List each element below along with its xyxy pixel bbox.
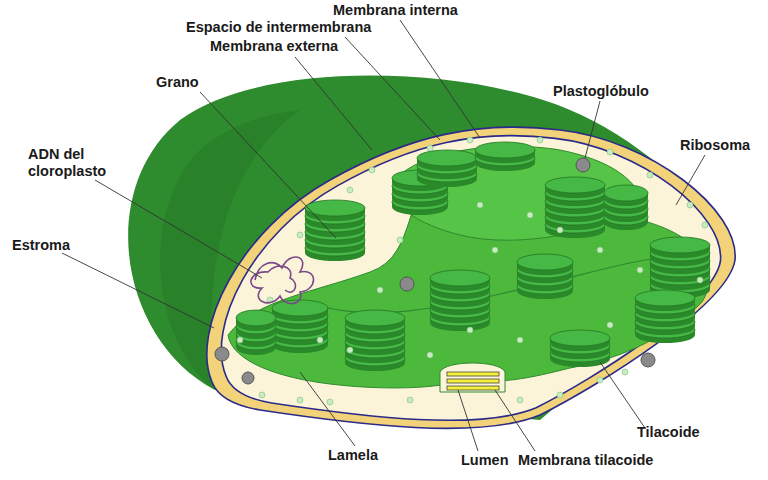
- thylakoid-disc: [604, 185, 648, 201]
- lamella-fold: [300, 257, 700, 313]
- granum-stack: [417, 150, 477, 187]
- part-label: Espacio de intermembrana: [186, 19, 426, 36]
- ribosome-dot: [407, 397, 413, 403]
- ribosome-dot: [597, 247, 603, 253]
- ribosome-dot: [517, 397, 523, 403]
- granum-stack: [545, 177, 605, 238]
- ribosome-dot: [237, 337, 243, 343]
- ribosome-dot: [492, 247, 498, 253]
- part-label: ADN del cloroplasto: [28, 146, 128, 180]
- thylakoid-disc: [305, 200, 365, 216]
- part-label: Lamela: [328, 447, 398, 464]
- ribosome-dot: [597, 377, 603, 383]
- ribosome-dot: [637, 267, 643, 273]
- intermembrane-space: [207, 127, 735, 428]
- ribosome-dot: [347, 347, 353, 353]
- ribosome-dot: [259, 392, 265, 398]
- granum-stack: [236, 310, 276, 355]
- stroma-area: [221, 136, 720, 421]
- thylakoid-disc: [517, 254, 573, 270]
- thylakoid-disc: [417, 150, 477, 166]
- ribosome-dot: [607, 322, 613, 328]
- granum-stack: [550, 330, 610, 367]
- thylakoid-disc: [345, 310, 405, 326]
- part-label: Lumen: [461, 452, 521, 469]
- thylakoid-disc: [545, 177, 605, 193]
- ribosome-dot: [527, 212, 533, 218]
- ribosome-dot: [477, 202, 483, 208]
- ribosome-dot: [397, 237, 403, 243]
- granum-stack: [345, 310, 405, 371]
- part-label: Plastoglóbulo: [553, 83, 683, 100]
- granum-stack: [517, 254, 573, 299]
- ribosome-dot: [467, 137, 473, 143]
- part-label: Ribosoma: [680, 137, 768, 154]
- thylakoid-disc: [635, 290, 695, 306]
- ribosome-dot: [557, 227, 563, 233]
- thylakoid-disc: [550, 330, 610, 346]
- granum-stack: [305, 200, 365, 261]
- ribosome-dot: [297, 397, 303, 403]
- ribosome-dot: [622, 369, 628, 375]
- ribosome-dot: [607, 149, 613, 155]
- ribosome-dot: [702, 222, 708, 228]
- plastoglobules: [215, 158, 655, 384]
- granum-stack: [430, 270, 490, 331]
- thylakoid-disc: [272, 300, 328, 316]
- ribosome-dot: [347, 187, 353, 193]
- ribosome-dot: [427, 145, 433, 151]
- ribosome-dot: [427, 352, 433, 358]
- part-label: Membrana tilacoide: [518, 452, 698, 469]
- ribosome-dot: [697, 277, 703, 283]
- part-label: Membrana externa: [210, 38, 390, 55]
- part-label: Estroma: [12, 237, 102, 254]
- granum-stack: [272, 300, 328, 353]
- part-label: Membrana interna: [333, 2, 503, 19]
- ribosome-dot: [467, 327, 473, 333]
- ribosome-dot: [687, 202, 693, 208]
- ribosome-dot: [327, 399, 333, 405]
- thylakoid-disc: [236, 310, 276, 326]
- granum-stack: [604, 185, 648, 230]
- part-label: Tilacoide: [637, 424, 737, 441]
- ribosome-dot: [517, 337, 523, 343]
- ribosome-dot: [369, 167, 375, 173]
- part-label: Grano: [156, 74, 236, 91]
- ribosome-dot: [297, 232, 303, 238]
- lumen-detail: [440, 363, 505, 392]
- ribosome-dot: [537, 137, 543, 143]
- granum-stack: [475, 142, 535, 171]
- granum-stack: [650, 237, 710, 298]
- granum-stack: [635, 290, 695, 343]
- thylakoid-disc: [430, 270, 490, 286]
- ribosome-dot: [377, 287, 383, 293]
- leader-lines: [62, 20, 705, 451]
- ribosome-dot: [317, 337, 323, 343]
- ribosome-dot: [557, 392, 563, 398]
- ribosome-dot: [647, 172, 653, 178]
- chloroplast-dna: [251, 257, 314, 304]
- thylakoid-disc: [650, 237, 710, 253]
- thylakoid-disc: [475, 142, 535, 158]
